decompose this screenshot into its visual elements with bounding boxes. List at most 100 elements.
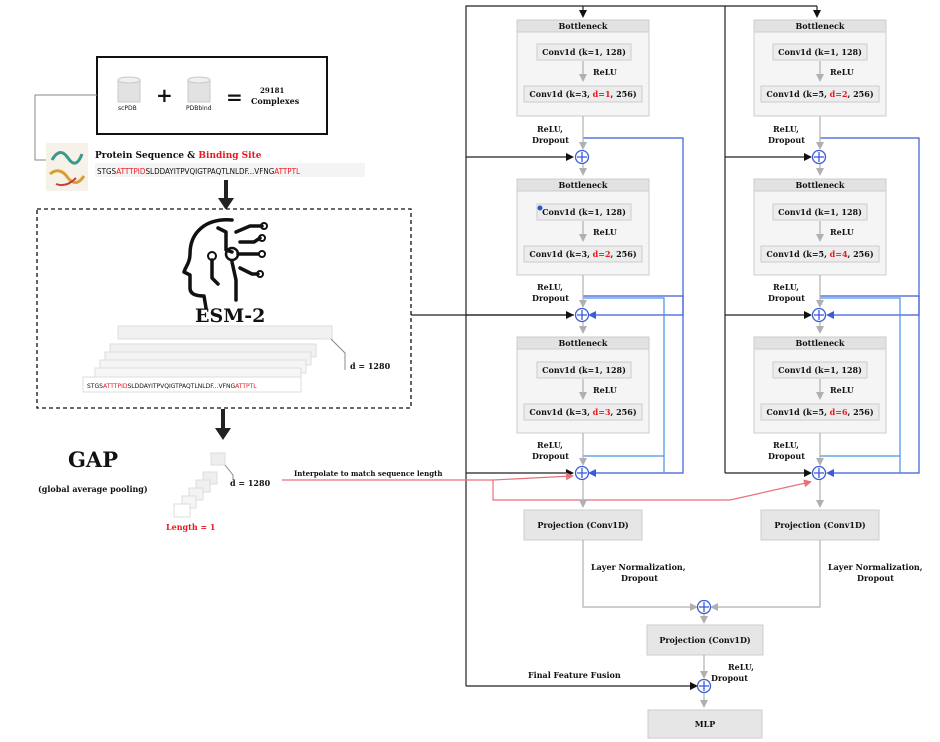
conv2-label: Conv1d (k=3, d=2, 256) bbox=[529, 249, 636, 259]
relu-dropout-line2: Dropout bbox=[768, 451, 805, 461]
fusion-projection-box bbox=[646, 624, 764, 656]
relu-dropout-line1: ReLU, bbox=[773, 282, 799, 292]
bottleneck-block-2: Bottleneck Conv1d (k=1, 128) ReLU Conv1d… bbox=[753, 178, 887, 276]
gap-dimension: d = 1280 bbox=[230, 478, 271, 488]
conv1-label: Conv1d (k=1, 128) bbox=[542, 47, 626, 57]
projection-box bbox=[523, 509, 643, 541]
conv1-label: Conv1d (k=1, 128) bbox=[542, 365, 626, 375]
final-fusion-label: Final Feature Fusion bbox=[528, 670, 621, 680]
relu-dropout-line1: ReLU, bbox=[537, 440, 563, 450]
bottleneck-block-1: Bottleneck Conv1d (k=1, 128) ReLU Conv1d… bbox=[753, 19, 887, 117]
relu-dropout-line1: ReLU, bbox=[537, 124, 563, 134]
bottleneck-title: Bottleneck bbox=[559, 180, 608, 190]
relu-label: ReLU bbox=[830, 385, 854, 395]
residual-line-light bbox=[583, 297, 665, 473]
norm-line2: Dropout bbox=[621, 573, 658, 583]
complex-count: 29181 bbox=[260, 86, 284, 95]
conv2-label: Conv1d (k=5, d=6, 256) bbox=[766, 407, 873, 417]
dim-bracket bbox=[330, 338, 346, 370]
bottleneck-title: Bottleneck bbox=[796, 21, 845, 31]
mlp-box bbox=[647, 709, 763, 739]
conv1-label: Conv1d (k=1, 128) bbox=[778, 365, 862, 375]
projection-label: Projection (Conv1D) bbox=[774, 520, 866, 530]
left-rail bbox=[465, 5, 817, 686]
interpolate-line-left bbox=[492, 472, 574, 481]
interpolate-line-right bbox=[492, 479, 812, 501]
bottleneck-title: Bottleneck bbox=[796, 180, 845, 190]
mlp-label: MLP bbox=[695, 719, 716, 729]
database-icon bbox=[117, 76, 141, 103]
arrow-head bbox=[218, 198, 234, 210]
add-node bbox=[811, 465, 827, 481]
interpolate-label: Interpolate to match sequence length bbox=[294, 469, 442, 478]
projection-out-line bbox=[710, 540, 821, 611]
sequence-strip bbox=[95, 163, 365, 177]
norm-line1: Layer Normalization, bbox=[828, 562, 923, 572]
ai-head-icon bbox=[182, 218, 268, 310]
conv2-label: Conv1d (k=5, d=4, 256) bbox=[766, 249, 873, 259]
relu-label: ReLU bbox=[830, 67, 854, 77]
protein-sequence-label: Protein Sequence & Binding Site bbox=[95, 151, 262, 161]
bottleneck-title: Bottleneck bbox=[796, 338, 845, 348]
conv1-label: Conv1d (k=1, 128) bbox=[778, 47, 862, 57]
add-node bbox=[574, 307, 590, 323]
conv1-label: Conv1d (k=1, 128) bbox=[542, 207, 626, 217]
complexes-label: Complexes bbox=[251, 96, 300, 106]
add-node bbox=[574, 465, 590, 481]
relu-dropout-line1: ReLU, bbox=[773, 440, 799, 450]
relu-label: ReLU bbox=[593, 67, 617, 77]
residual-line bbox=[820, 137, 920, 319]
residual-line bbox=[583, 295, 684, 477]
pooled-stack bbox=[173, 452, 226, 518]
database-icon bbox=[187, 76, 211, 103]
relu-dropout-line2: Dropout bbox=[532, 451, 569, 461]
esm-dimension: d = 1280 bbox=[350, 361, 391, 371]
equals-sign: = bbox=[226, 85, 243, 109]
gap-subtitle: (global average pooling) bbox=[38, 484, 148, 494]
fusion-projection-label: Projection (Conv1D) bbox=[659, 635, 751, 645]
gap-title: GAP bbox=[68, 447, 118, 472]
dataset-connector bbox=[34, 94, 97, 161]
db1-label: scPDB bbox=[118, 105, 137, 112]
length-label: Length = 1 bbox=[166, 522, 215, 532]
relu-dropout-line2: Dropout bbox=[768, 135, 805, 145]
projection-out-line bbox=[582, 540, 698, 611]
dataset-box: scPDB + PDBbind = 29181 Complexes bbox=[96, 56, 328, 135]
bottleneck-title: Bottleneck bbox=[559, 21, 608, 31]
add-node bbox=[811, 149, 827, 165]
residual-line bbox=[583, 137, 684, 319]
plus-sign: + bbox=[156, 83, 173, 107]
esm-title: ESM-2 bbox=[195, 305, 265, 327]
add-node bbox=[696, 678, 712, 694]
projection-label: Projection (Conv1D) bbox=[537, 520, 629, 530]
bottleneck-block-2: Bottleneck Conv1d (k=1, 128) ReLU Conv1d… bbox=[516, 178, 650, 276]
bottleneck-block-3: Bottleneck Conv1d (k=1, 128) ReLU Conv1d… bbox=[516, 336, 650, 434]
projection-box bbox=[760, 509, 880, 541]
conv1-label: Conv1d (k=1, 128) bbox=[778, 207, 862, 217]
add-node bbox=[696, 599, 712, 615]
conv2-label: Conv1d (k=3, d=3, 256) bbox=[529, 407, 636, 417]
residual-line bbox=[820, 295, 920, 477]
conv2-label: Conv1d (k=3, d=1, 256) bbox=[529, 89, 636, 99]
left-branch: Bottleneck Conv1d (k=1, 128) ReLU Conv1d… bbox=[516, 19, 698, 611]
residual-line-light bbox=[820, 297, 901, 473]
cursor-dot bbox=[537, 205, 543, 211]
gap-dim-bracket bbox=[224, 464, 234, 480]
norm-line2: Dropout bbox=[857, 573, 894, 583]
relu-dropout-line2: Dropout bbox=[532, 135, 569, 145]
relu-label: ReLU bbox=[593, 385, 617, 395]
protein-sequence: STGSATTTPIDSLDDAYITPVQIGTPAQTLNLDF...VFN… bbox=[97, 167, 300, 176]
embedding-stack bbox=[82, 325, 333, 393]
fusion-relu-line2: Dropout bbox=[711, 673, 748, 683]
relu-dropout-line1: ReLU, bbox=[537, 282, 563, 292]
relu-dropout-line1: ReLU, bbox=[773, 124, 799, 134]
norm-line1: Layer Normalization, bbox=[591, 562, 686, 572]
right-branch: Bottleneck Conv1d (k=1, 128) ReLU Conv1d… bbox=[710, 19, 923, 611]
fusion-section: Projection (Conv1D) ReLU, Dropout Final … bbox=[528, 599, 764, 739]
fusion-relu-line1: ReLU, bbox=[728, 662, 754, 672]
bottleneck-block-1: Bottleneck Conv1d (k=1, 128) ReLU Conv1d… bbox=[516, 19, 650, 117]
protein-structure-icon bbox=[46, 143, 88, 191]
add-node bbox=[574, 149, 590, 165]
bottleneck-block-3: Bottleneck Conv1d (k=1, 128) ReLU Conv1d… bbox=[753, 336, 887, 434]
